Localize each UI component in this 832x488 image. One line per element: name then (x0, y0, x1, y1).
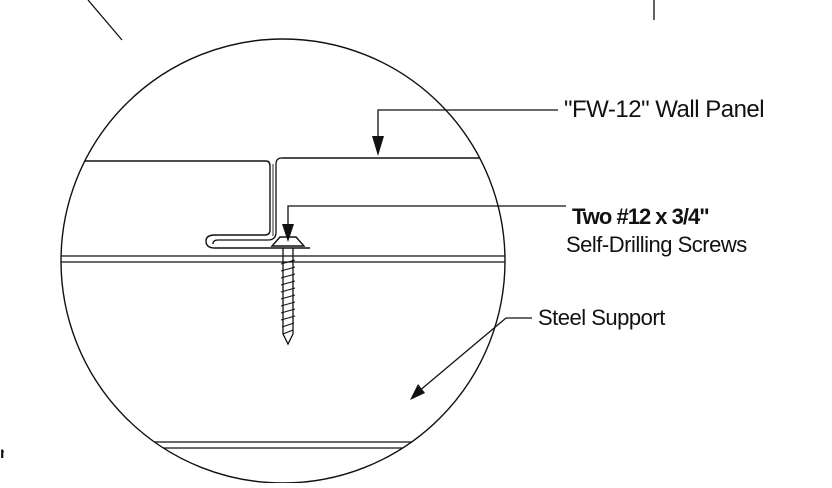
steel-support-leader (417, 317, 532, 393)
screws-leader (287, 205, 566, 226)
panel-joint-outer (205, 160, 310, 249)
detail-contents (61, 157, 505, 449)
screw-threads (280, 259, 296, 335)
screw-head (270, 236, 306, 247)
screws-arrowhead (282, 224, 294, 242)
edge-text-fragment: n (0, 446, 4, 462)
steel-support-label: Steel Support (538, 305, 665, 330)
panel-joint-inner (212, 157, 283, 245)
steel-support-arrowhead (410, 384, 425, 400)
wall-panel-label: "FW-12" Wall Panel (564, 96, 765, 123)
top-left-leader-line (87, 0, 123, 41)
screws-count-label: Two #12 x 3/4" (572, 204, 710, 229)
screws-type-label: Self-Drilling Screws (566, 232, 747, 257)
wall-panel-leader (377, 109, 558, 140)
wall-panel-arrowhead (372, 136, 384, 156)
